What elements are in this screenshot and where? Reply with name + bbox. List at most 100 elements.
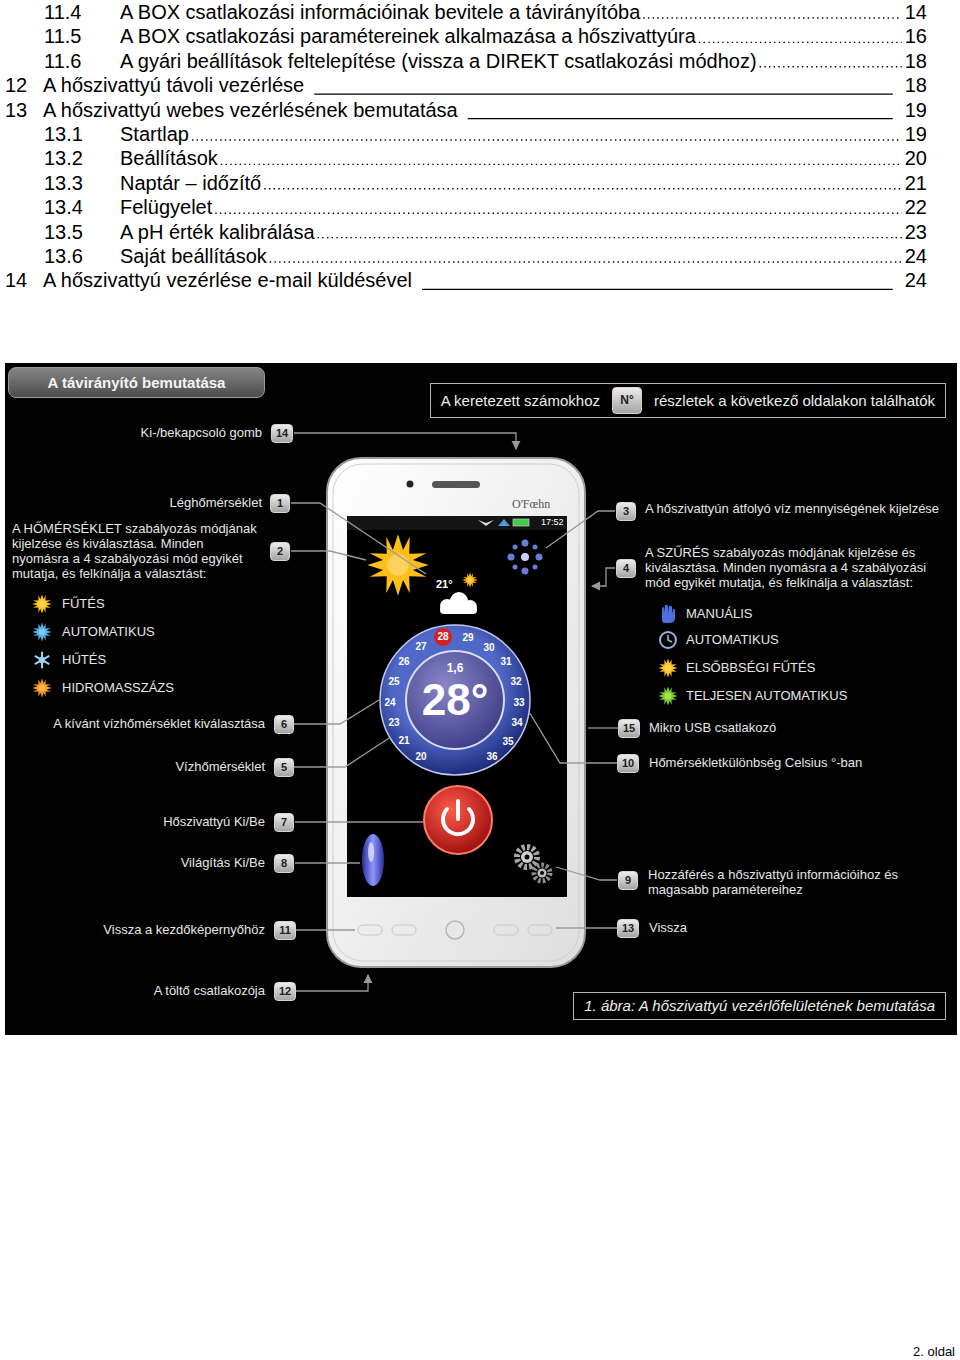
toc-leader bbox=[318, 237, 902, 238]
temperature-difference: 1,6 bbox=[447, 662, 464, 674]
callout-label: Hőszivattyú Ki/Be bbox=[163, 814, 265, 830]
mode-label: MANUÁLIS bbox=[686, 606, 752, 622]
toc-page: 19 bbox=[905, 122, 927, 146]
toc-number: 11.4 bbox=[44, 0, 81, 24]
callout-label: Mikro USB csatlakozó bbox=[649, 720, 776, 736]
callout-label: Vissza a kezdőképernyőhöz bbox=[103, 922, 265, 938]
page-number: 2. oldal bbox=[913, 1344, 955, 1360]
leader-line bbox=[530, 713, 617, 763]
toc-number: 13 bbox=[5, 98, 27, 122]
title-box: A távirányító bemutatása bbox=[8, 367, 265, 398]
toc-title: A BOX csatlakozási paramétereinek alkalm… bbox=[120, 24, 696, 48]
callout-number: 12 bbox=[274, 982, 296, 1001]
toc-title: Naptár – időzítő bbox=[120, 171, 261, 195]
callout-number-text: 9 bbox=[623, 872, 633, 889]
callout-number-text: 8 bbox=[279, 855, 289, 872]
toc-leader bbox=[314, 94, 893, 95]
dial-number: 25 bbox=[388, 677, 399, 687]
toc-leader bbox=[643, 17, 901, 18]
callout-number: 14 bbox=[271, 424, 293, 443]
callout-number: N° bbox=[612, 387, 642, 414]
title-text: A távirányító bemutatása bbox=[9, 368, 264, 397]
mode-label: ELSŐBBSÉGI FŰTÉS bbox=[686, 660, 815, 676]
callout-number-text: 5 bbox=[279, 759, 289, 776]
toc-number: 12 bbox=[5, 73, 27, 97]
toc-number: 13.4 bbox=[44, 195, 83, 219]
callout-number-text: N° bbox=[617, 388, 637, 413]
callout-number-text: 7 bbox=[279, 814, 289, 831]
toc-page: 22 bbox=[905, 195, 927, 219]
callout-label: Vízhőmérséklet bbox=[175, 759, 265, 775]
toc-number: 13.2 bbox=[44, 146, 83, 170]
note-text: A keretezett számokhoz bbox=[441, 392, 600, 409]
dial-number: 26 bbox=[398, 657, 409, 667]
callout-number: 3 bbox=[616, 502, 636, 521]
description: A hőszivattyún átfolyó víz mennyiségének… bbox=[645, 502, 945, 517]
leader-line bbox=[294, 700, 379, 724]
callout-label: Világítás Ki/Be bbox=[181, 855, 265, 871]
dial-number: 32 bbox=[510, 677, 521, 687]
temperature-dial: 28°1,628272926302531243223332134203536 bbox=[379, 624, 531, 776]
dial-number: 20 bbox=[415, 752, 426, 762]
toc-page: 14 bbox=[905, 0, 927, 24]
toc-title: A pH érték kalibrálása bbox=[120, 220, 315, 244]
toc-leader bbox=[468, 118, 893, 119]
toc-page: 20 bbox=[905, 146, 927, 170]
toc-leader bbox=[270, 261, 902, 262]
toc-number: 13.5 bbox=[44, 220, 83, 244]
toc-number: 11.5 bbox=[44, 24, 81, 48]
callout-number-text: 1 bbox=[275, 495, 285, 512]
dial-number: 34 bbox=[511, 718, 522, 728]
set-temperature: 28° bbox=[422, 678, 489, 722]
callout-number: 10 bbox=[617, 754, 639, 773]
callout-number: 1 bbox=[270, 494, 290, 513]
toc-title: A gyári beállítások feltelepítése (vissz… bbox=[120, 49, 757, 73]
callout-number-text: 2 bbox=[275, 543, 285, 560]
toc-title: A hőszivattyú vezérlése e-mail küldéséve… bbox=[43, 268, 412, 292]
mode-label: AUTOMATIKUS bbox=[686, 632, 779, 648]
leader-line bbox=[294, 738, 389, 767]
description: A SZŰRÉS szabályozás módjának kijelzése … bbox=[645, 546, 950, 591]
toc-title: Felügyelet bbox=[120, 195, 212, 219]
callout-label: Ki-/bekapcsoló gomb bbox=[141, 425, 262, 441]
dial-number: 27 bbox=[415, 642, 426, 652]
callout-number: 5 bbox=[274, 758, 294, 777]
callout-number-text: 3 bbox=[621, 503, 631, 520]
description: A HŐMÉRSÉKLET szabályozás módjának kijel… bbox=[12, 522, 262, 582]
note-text: részletek a következő oldalakon találhat… bbox=[654, 392, 935, 409]
callout-number: 8 bbox=[274, 854, 294, 873]
toc-page: 18 bbox=[905, 73, 927, 97]
dial-number: 24 bbox=[384, 698, 395, 708]
callout-number-text: 13 bbox=[622, 920, 634, 937]
callout-number: 6 bbox=[274, 715, 294, 734]
toc-leader bbox=[192, 139, 902, 140]
caption-text: 1. ábra: A hőszivattyú vezérlőfelületéne… bbox=[584, 993, 935, 1018]
callout-label: A kívánt vízhőmérséklet kiválasztása bbox=[53, 716, 265, 732]
toc-page: 16 bbox=[905, 24, 927, 48]
toc-page: 23 bbox=[905, 220, 927, 244]
brand-logo: O'Fœhn bbox=[512, 497, 550, 511]
callout-number-text: 4 bbox=[621, 560, 631, 577]
dial-number: 21 bbox=[398, 736, 409, 746]
dial-number: 35 bbox=[502, 737, 513, 747]
toc-leader bbox=[221, 164, 902, 165]
callout-number-text: 12 bbox=[279, 983, 291, 1000]
callout-number-text: 6 bbox=[279, 716, 289, 733]
dial-number: 36 bbox=[486, 752, 497, 762]
dial-number: 33 bbox=[513, 698, 524, 708]
mode-label: FŰTÉS bbox=[62, 596, 105, 612]
callout-label: Hőmérsékletkülönbség Celsius °-ban bbox=[649, 755, 862, 771]
toc-number: 13.6 bbox=[44, 244, 83, 268]
mode-label: HIDROMASSZÁZS bbox=[62, 680, 174, 696]
toc-title: Beállítások bbox=[120, 146, 218, 170]
toc-page: 21 bbox=[905, 171, 927, 195]
callout-number: 9 bbox=[618, 871, 638, 890]
callout-number: 13 bbox=[617, 919, 639, 938]
callout-number-text: 11 bbox=[279, 922, 291, 939]
toc-title: Startlap bbox=[120, 122, 189, 146]
toc-title: A hőszivattyú webes vezérlésének bemutat… bbox=[43, 98, 458, 122]
toc-number: 14 bbox=[5, 268, 27, 292]
toc-page: 24 bbox=[905, 268, 927, 292]
mode-label: AUTOMATIKUS bbox=[62, 624, 155, 640]
dial-number: 30 bbox=[483, 643, 494, 653]
